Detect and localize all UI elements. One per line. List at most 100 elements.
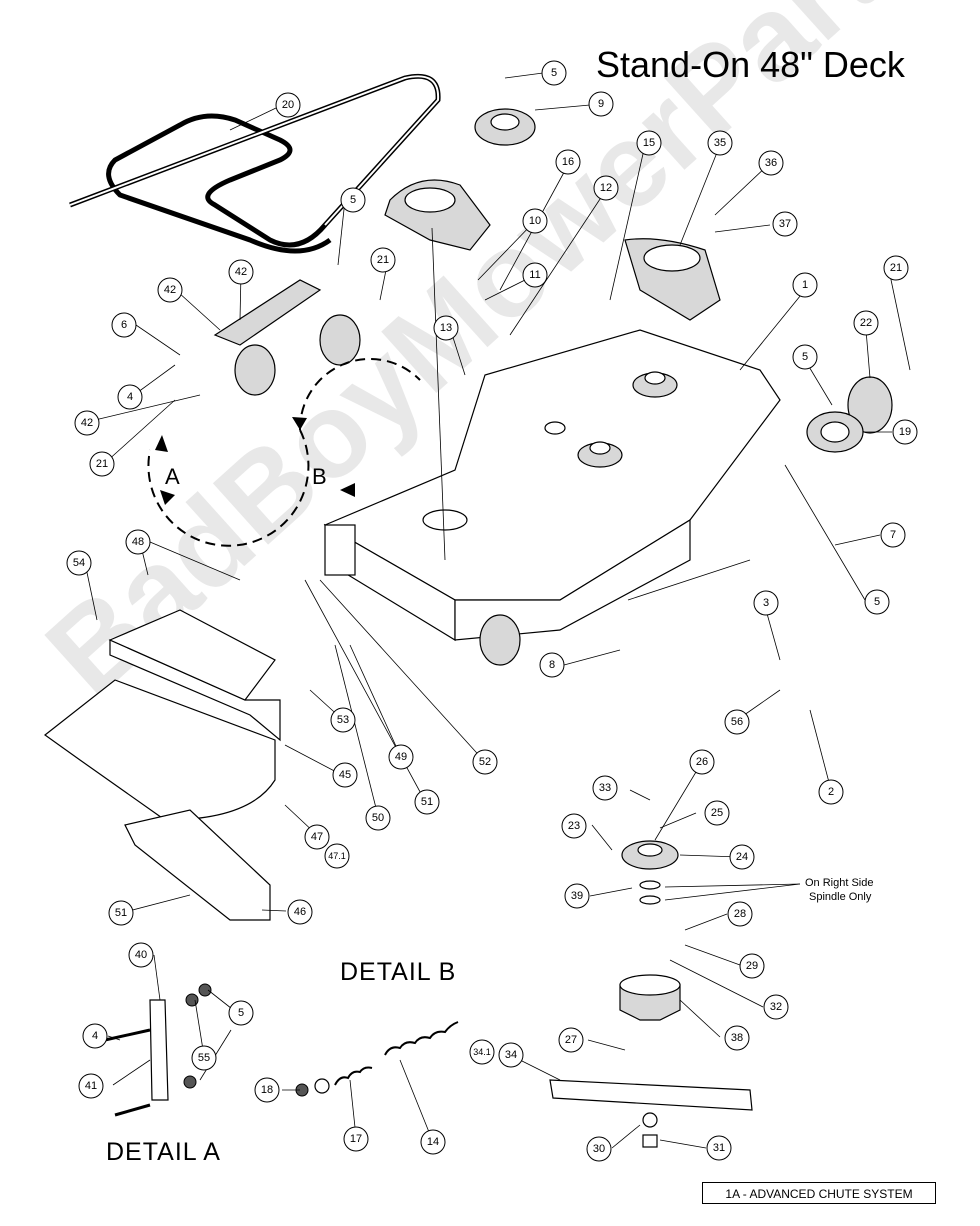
svg-text:11: 11 — [529, 269, 540, 281]
callout-19: 19 — [892, 419, 918, 445]
svg-text:20: 20 — [282, 99, 294, 111]
svg-text:42: 42 — [235, 266, 247, 278]
svg-text:30: 30 — [593, 1143, 605, 1155]
svg-text:16: 16 — [562, 156, 574, 168]
svg-text:8: 8 — [549, 659, 555, 671]
callout-30: 30 — [586, 1136, 612, 1162]
callout-48: 48 — [125, 529, 151, 555]
svg-text:52: 52 — [479, 756, 491, 768]
svg-text:5: 5 — [874, 596, 880, 608]
callouts: 1 2 3 4 5 5 5 5 5 6 7 8 9 10 11 12 13 14… — [66, 60, 918, 1162]
callout-15: 15 — [636, 130, 662, 156]
callout-10: 10 — [522, 208, 548, 234]
svg-text:34.1: 34.1 — [473, 1047, 491, 1057]
callout-34: 34 — [498, 1042, 524, 1068]
svg-text:56: 56 — [731, 716, 743, 728]
wheel-left-a — [234, 344, 276, 396]
svg-text:47: 47 — [311, 831, 323, 843]
callout-16: 16 — [555, 149, 581, 175]
svg-text:17: 17 — [350, 1133, 362, 1145]
svg-text:46: 46 — [294, 906, 306, 918]
svg-text:24: 24 — [736, 851, 748, 863]
svg-text:15: 15 — [643, 137, 655, 149]
callout-34-1: 34.1 — [469, 1039, 495, 1065]
callout-42c: 42 — [74, 410, 100, 436]
svg-text:7: 7 — [890, 529, 896, 541]
callout-42a: 42 — [157, 277, 183, 303]
svg-text:37: 37 — [779, 218, 791, 230]
svg-text:40: 40 — [135, 949, 147, 961]
svg-text:41: 41 — [85, 1080, 97, 1092]
callout-7: 7 — [880, 522, 906, 548]
callout-36: 36 — [758, 150, 784, 176]
detail-a-circle — [147, 429, 310, 547]
svg-text:35: 35 — [714, 137, 726, 149]
callout-22: 22 — [853, 310, 879, 336]
callout-5e: 5 — [228, 1000, 254, 1026]
bracket-46 — [124, 809, 271, 921]
svg-text:32: 32 — [770, 1001, 782, 1013]
svg-text:13: 13 — [440, 322, 452, 334]
view-letter-a: A — [165, 464, 180, 489]
callout-45: 45 — [332, 762, 358, 788]
callout-37: 37 — [772, 211, 798, 237]
svg-text:19: 19 — [899, 426, 911, 438]
note-line-2: Spindle Only — [809, 891, 872, 903]
callout-9: 9 — [588, 91, 614, 117]
spindle-note: On Right Side Spindle Only — [805, 876, 873, 904]
svg-text:42: 42 — [81, 417, 93, 429]
svg-text:54: 54 — [73, 557, 85, 569]
svg-text:28: 28 — [734, 908, 746, 920]
svg-text:49: 49 — [395, 751, 407, 763]
callout-5b: 5 — [340, 187, 366, 213]
callout-47-1: 47.1 — [324, 843, 350, 869]
svg-text:18: 18 — [261, 1084, 273, 1096]
callout-56: 56 — [724, 709, 750, 735]
svg-text:4: 4 — [127, 391, 133, 403]
callout-5a: 5 — [541, 60, 567, 86]
callout-51b: 51 — [108, 900, 134, 926]
callout-13: 13 — [433, 315, 459, 341]
callout-14: 14 — [420, 1129, 446, 1155]
callout-55: 55 — [191, 1045, 217, 1071]
svg-text:33: 33 — [599, 782, 611, 794]
svg-text:5: 5 — [551, 67, 557, 79]
callout-52: 52 — [472, 749, 498, 775]
callout-38: 38 — [724, 1025, 750, 1051]
svg-text:5: 5 — [350, 194, 356, 206]
svg-text:34: 34 — [505, 1049, 517, 1061]
svg-text:27: 27 — [565, 1034, 577, 1046]
svg-text:26: 26 — [696, 756, 708, 768]
callout-39: 39 — [564, 883, 590, 909]
callout-1: 1 — [792, 272, 818, 298]
callout-12: 12 — [593, 175, 619, 201]
deck-shell — [323, 329, 781, 601]
callout-25: 25 — [704, 800, 730, 826]
callout-18: 18 — [254, 1077, 280, 1103]
callout-4: 4 — [117, 384, 143, 410]
callout-21b: 21 — [883, 255, 909, 281]
callout-4b: 4 — [82, 1023, 108, 1049]
svg-text:21: 21 — [96, 458, 108, 470]
wheel-left-b — [319, 314, 361, 366]
belt-20 — [69, 73, 441, 254]
callout-20: 20 — [275, 92, 301, 118]
svg-text:55: 55 — [198, 1052, 210, 1064]
spring-14 — [384, 1021, 459, 1056]
svg-text:22: 22 — [860, 317, 872, 329]
note-line-1: On Right Side — [805, 877, 874, 889]
callout-6: 6 — [111, 312, 137, 338]
callout-46: 46 — [287, 899, 313, 925]
svg-text:5: 5 — [802, 351, 808, 363]
callout-49: 49 — [388, 744, 414, 770]
callout-42b: 42 — [228, 259, 254, 285]
callout-51a: 51 — [414, 789, 440, 815]
callout-8: 8 — [539, 652, 565, 678]
svg-text:4: 4 — [92, 1030, 98, 1042]
idler-arm-42 — [213, 279, 322, 346]
callout-54: 54 — [66, 550, 92, 576]
callout-17: 17 — [343, 1126, 369, 1152]
callout-5c: 5 — [792, 344, 818, 370]
blade-34 — [549, 1079, 753, 1111]
